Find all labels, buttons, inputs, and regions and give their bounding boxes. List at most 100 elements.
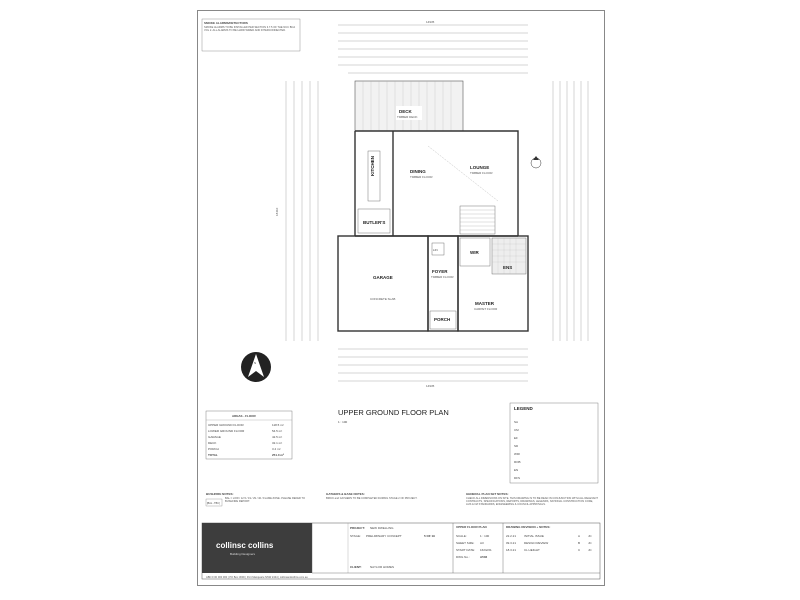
stage-notes-text: BRICK and GATHERS TO BE COMPLETED DURING… (326, 497, 418, 500)
overall-depth-dim: 18410 (275, 207, 279, 216)
rev-date: 22.2.21 (506, 534, 516, 538)
project-label: PROJECT: (350, 526, 365, 530)
rev-letter: A (578, 534, 580, 538)
legend-items: SA CM EF SD WIR ROB EN DFS (514, 420, 521, 480)
rev-letter: C (578, 548, 581, 552)
brand-sub: Building Designers (230, 552, 256, 556)
scale-value: 1 : 100 (480, 534, 490, 538)
area-value: 54.5 m² (272, 429, 282, 433)
area-name: TOTAL (208, 453, 218, 457)
legend-item: SA (514, 420, 518, 424)
areas-table: AREAS - FLOOR UPPER GROUND FLOOR 118.5 m… (205, 410, 293, 460)
stage-notes-title: GATHERS & BASE NOTES: (326, 492, 365, 496)
general-notes-text: CHECK ALL DIMENSIONS ON SITE. THIS DRAWI… (466, 497, 598, 506)
deck-sub: TIMBER DECK (397, 115, 418, 119)
area-value: 3.4 m² (272, 447, 281, 451)
stage-notes: GATHERS & BASE NOTES: BRICK and GATHERS … (326, 492, 418, 500)
legend-box: LEGEND SA CM EF SD WIR ROB EN DFS (509, 402, 599, 484)
sheet-size-label: SHEET SIZE: (456, 541, 474, 545)
dwg-value: A502 (480, 555, 488, 559)
legend-item: CM (514, 428, 519, 432)
sheet-title: UPPER FLOOR PLAN (456, 525, 487, 529)
right-dimensions (552, 81, 589, 341)
area-name: GARAGE (208, 435, 221, 439)
smoke-note-title: SMOKE ALARMS/DETECTORS (204, 21, 248, 25)
area-value: 32.1 m² (272, 441, 282, 445)
north-arrow-icon: N (241, 352, 271, 382)
drawing-sheet: SMOKE ALARMS/DETECTORS SMOKE ALARMS TO B… (197, 10, 605, 586)
rev-by: JC (588, 541, 593, 545)
garage-sub: CONCRETE SLAB (370, 297, 395, 301)
bushfire-ref: [BAL - TBC] (207, 502, 220, 505)
legend-item: ROB (514, 460, 521, 464)
sheet-size-value: A3 (480, 541, 484, 545)
revision-title: DRAWING REVISION + NOTES: (506, 525, 550, 529)
ens-label: ENS (503, 265, 512, 270)
dining-sub: TIMBER FLOOR (410, 175, 433, 179)
bottom-dimensions (338, 348, 528, 382)
deck-area: DECK TIMBER DECK (354, 80, 464, 132)
legend-item: EN (514, 468, 518, 472)
rev-letter: B (578, 541, 580, 545)
brand-logo: collinsc collins (216, 541, 274, 550)
garage-label: GARAGE (373, 275, 393, 280)
area-name: PORCH (208, 447, 219, 451)
overall-width-dim: 14935 (426, 20, 435, 24)
project-value: NEW DWELLING (370, 526, 394, 530)
foyer-sub: TIMBER FLOOR (431, 275, 454, 279)
master-zone: WIR ENS MASTER CARPET FLOOR (459, 237, 527, 311)
left-dimensions (285, 81, 319, 341)
rev-date: 09.3.21 (506, 541, 516, 545)
stage-label: STAGE: (350, 534, 361, 538)
area-name: UPPER GROUND FLOOR (208, 423, 245, 427)
floor-plan-svg: SMOKE ALARMS/DETECTORS SMOKE ALARMS TO B… (201, 18, 601, 580)
drawing-scale: 1 : 100 (338, 420, 348, 424)
kitchen-label: KITCHEN (370, 156, 375, 176)
foyer-zone: FOYER TIMBER FLOOR PORCH LIN (429, 242, 457, 330)
butlers-label: BUTLER'S (363, 220, 385, 225)
dwg-label: DWG No.: (456, 555, 470, 559)
client-label: CLIENT: (350, 565, 362, 569)
foyer-label: FOYER (432, 269, 448, 274)
rev-date: 18.3.21 (506, 548, 516, 552)
stage-value: PRELIMINARY CONCEPT (366, 534, 402, 538)
rev-desc: INITIAL ISSUE (524, 534, 544, 538)
rev-by: JC (588, 548, 593, 552)
areas-title: AREAS - FLOOR (232, 414, 256, 418)
lounge-sub: TIMBER FLOOR (470, 171, 493, 175)
master-label: MASTER (475, 301, 495, 306)
legend-item: DFS (514, 476, 520, 480)
title-block: collinsc collins Building Designers PROJ… (201, 522, 601, 580)
section-marker-icon (530, 156, 542, 169)
drawing-title: UPPER GROUND FLOOR PLAN (338, 408, 449, 417)
bushfire-text: BAL = LOW / 12.5 / 19 / 29 / 40 / FLAME … (225, 497, 306, 503)
smoke-alarm-note: SMOKE ALARMS/DETECTORS SMOKE ALARMS TO B… (201, 18, 301, 52)
start-date-label: START DATE: (456, 548, 475, 552)
start-date-value: 16/02/21 (480, 548, 492, 552)
lounge-label: LOUNGE (470, 165, 489, 170)
deck-label: DECK (399, 109, 413, 114)
scale-label: SCALE: (456, 534, 467, 538)
bushfire-notes: BUSHFIRE NOTES: [BAL - TBC] BAL = LOW / … (205, 492, 306, 507)
house-walls (337, 130, 529, 332)
area-value: 42.5 m² (272, 435, 282, 439)
legend-item: EF (514, 436, 518, 440)
area-name: DECK (208, 441, 216, 445)
legend-title: LEGEND (514, 406, 534, 411)
dining-label: DINING (410, 169, 426, 174)
porch-label: PORCH (434, 317, 450, 322)
bottom-total-dim: 14935 (426, 384, 435, 388)
wir-label: WIR (470, 250, 479, 255)
garage-zone: GARAGE CONCRETE SLAB (370, 275, 395, 301)
client-value: NAYLOR HOMES (370, 565, 394, 569)
sheet-number: 5 OF 19 (424, 534, 435, 538)
linen-label: LIN (433, 248, 438, 252)
top-dimensions (338, 24, 528, 74)
general-notes-title: GENERAL PLAN SET NOTES: (466, 492, 508, 496)
legend-item: SD (514, 444, 519, 448)
rev-desc: CL HEIGHT (524, 548, 540, 552)
area-name: LOWER GROUND FLOOR (208, 429, 245, 433)
bushfire-title: BUSHFIRE NOTES: (206, 492, 234, 496)
rev-desc: DESIGN REVIEW (524, 541, 548, 545)
living-zone: KITCHEN DINING TIMBER FLOOR LOUNGE TIMBE… (357, 145, 499, 235)
